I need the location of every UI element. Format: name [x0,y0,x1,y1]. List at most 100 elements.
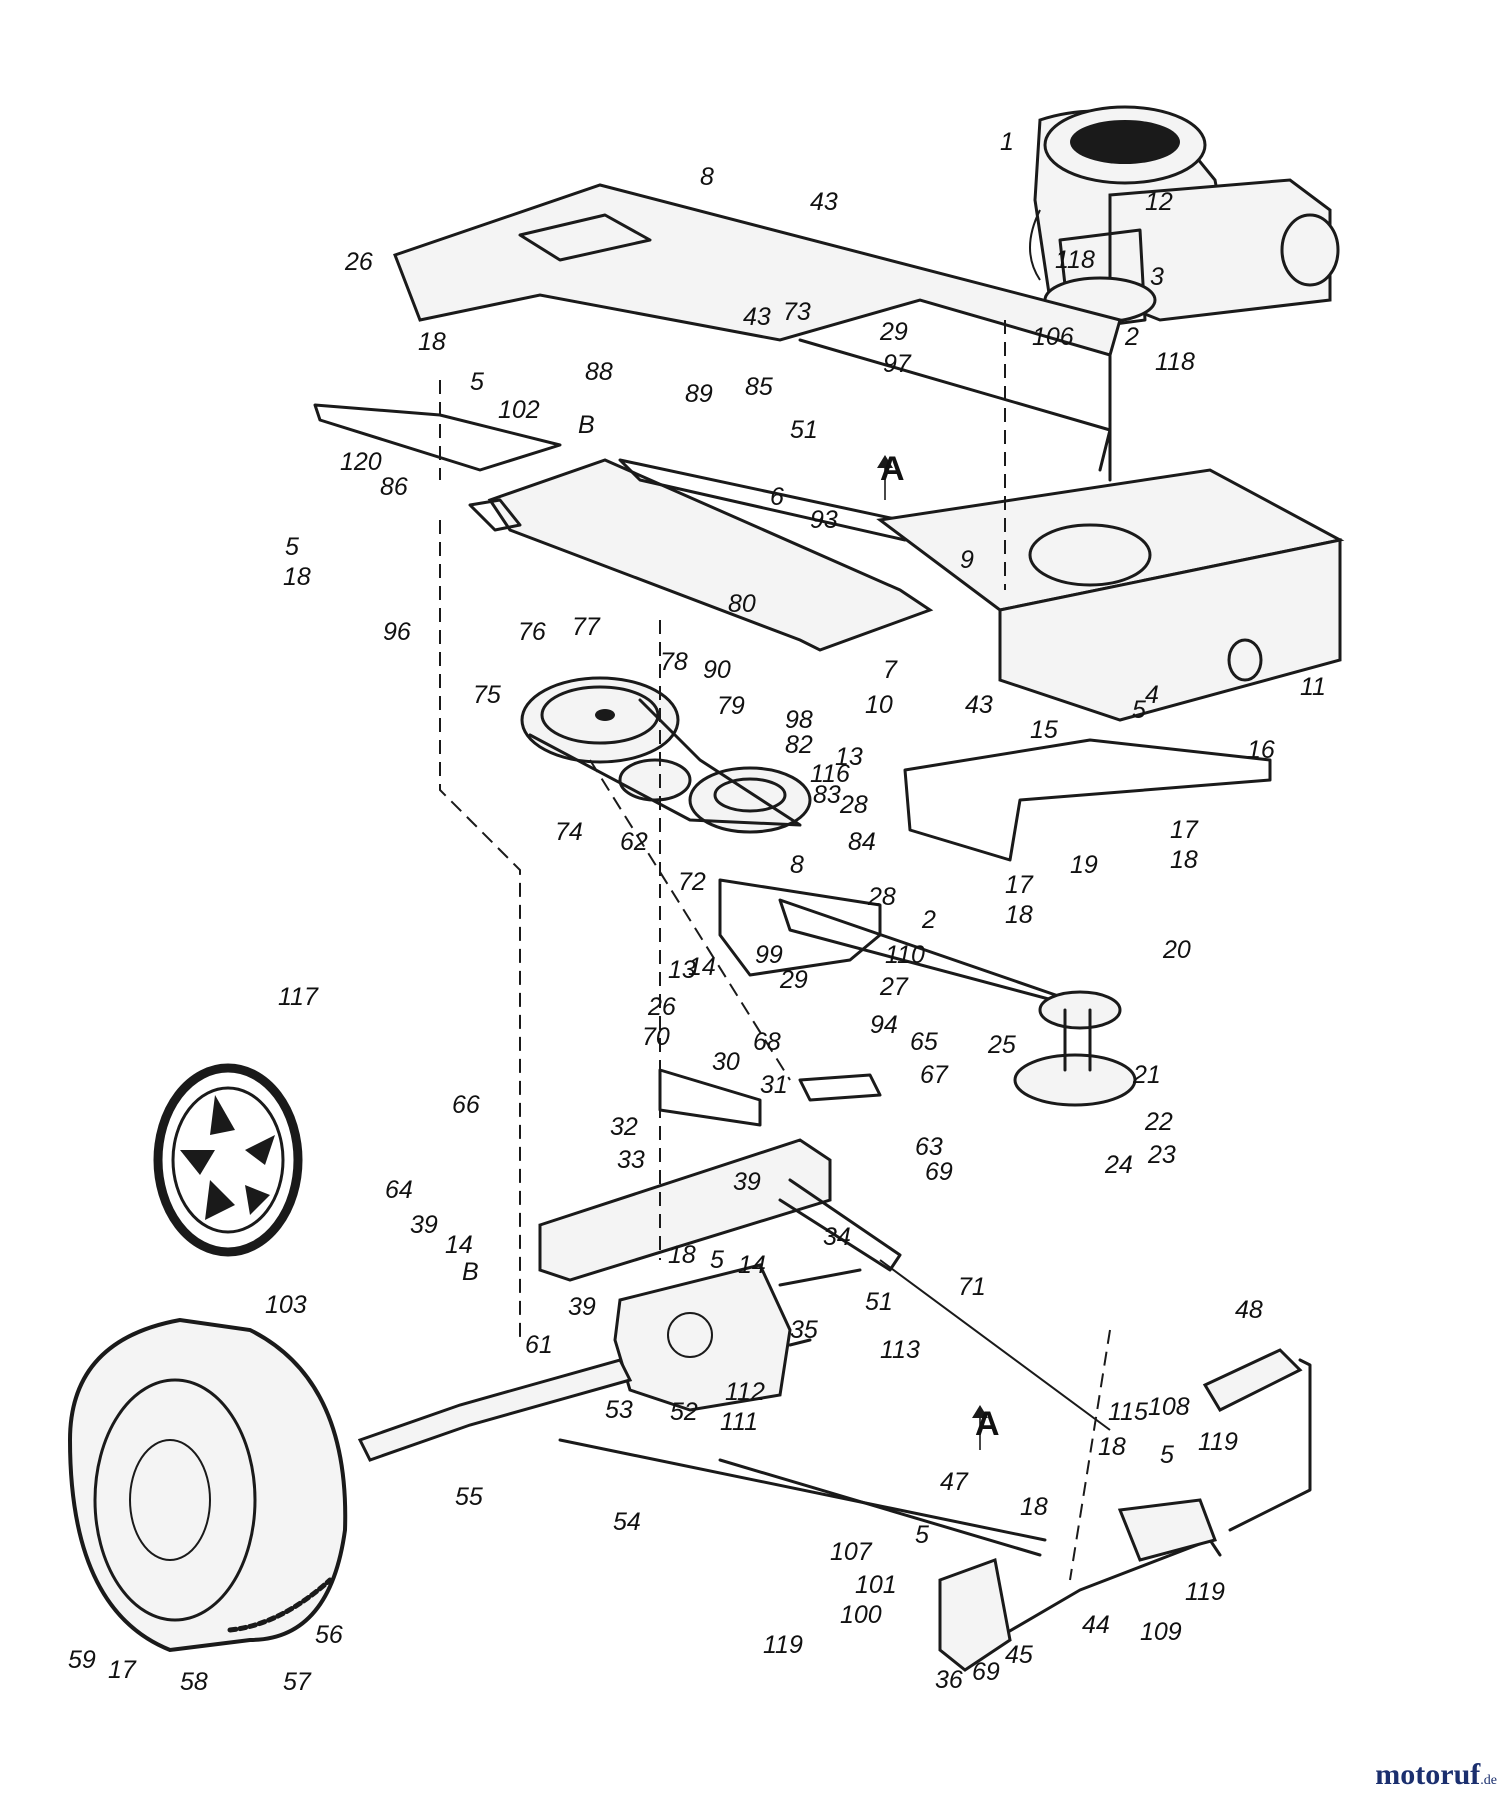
part-label-p39a: 39 [733,1168,761,1196]
part-label-p17b: 17 [1005,871,1034,899]
part-label-p119c: 119 [763,1631,803,1659]
part-label-p118a: 118 [1055,246,1095,274]
part-label-p33: 33 [617,1146,645,1174]
part-label-p7: 7 [883,656,898,684]
part-label-p62: 62 [620,828,648,856]
watermark-name: motoruf [1375,1758,1481,1791]
part-label-p13b: 13 [668,956,696,984]
part-label-p116: 116 [810,760,850,788]
part-label-p99: 99 [755,941,783,969]
part-label-p18g: 18 [1020,1493,1048,1521]
part-label-p14a: 14 [688,953,716,981]
part-label-p4: 4 [1145,681,1159,709]
part-label-p71: 71 [958,1273,986,1301]
part-label-p66: 66 [452,1091,480,1119]
frame-top [313,183,1122,482]
part-label-p6: 6 [770,483,784,511]
part-label-p90: 90 [703,656,731,684]
part-label-p73: 73 [783,298,811,326]
part-label-p79: 79 [717,692,745,720]
watermark: motoruf.de [1375,1758,1497,1792]
part-label-p39c: 39 [568,1293,596,1321]
part-label-p65: 65 [910,1028,938,1056]
part-label-p113: 113 [880,1336,920,1364]
part-label-p64: 64 [385,1176,413,1204]
part-label-p102: 102 [498,396,540,424]
part-label-p57: 57 [283,1668,312,1696]
part-label-p48: 48 [1235,1296,1263,1324]
part-label-p29a: 29 [879,318,908,346]
alignment-lines [439,320,1111,1581]
part-label-p84: 84 [848,828,876,856]
part-label-p72: 72 [678,868,706,896]
part-label-p9: 9 [960,546,974,574]
section-marker-A1: A [880,450,905,488]
part-label-p16: 16 [1247,736,1275,764]
part-label-p118b: 118 [1155,348,1195,376]
part-label-p5a: 5 [470,368,484,396]
part-label-p70: 70 [642,1023,670,1051]
frame-chassis [876,468,1345,862]
part-label-p22: 22 [1144,1108,1173,1136]
part-label-p28b: 28 [867,883,896,911]
part-label-p8: 8 [700,163,714,191]
part-label-p78: 78 [660,648,688,676]
part-label-p14b: 14 [445,1231,473,1259]
part-label-p18c: 18 [1170,846,1198,874]
part-label-p17a: 17 [1170,816,1199,844]
engine [1029,105,1340,332]
part-label-p98: 98 [785,706,813,734]
part-label-p15: 15 [1030,716,1058,744]
part-label-p27: 27 [879,973,909,1001]
watermark-tld: .de [1480,1773,1497,1788]
part-label-p13a: 13 [835,743,863,771]
part-label-p119b: 119 [1185,1578,1225,1606]
part-label-p28a: 28 [839,791,868,819]
part-label-p86: 86 [380,473,408,501]
part-label-p67: 67 [920,1061,949,1089]
part-label-p23: 23 [1147,1141,1176,1169]
part-label-p43b: 43 [743,303,771,331]
part-label-p107: 107 [830,1538,873,1566]
part-label-p63: 63 [915,1133,943,1161]
part-label-p1: 1 [1000,128,1014,156]
part-label-p94: 94 [870,1011,898,1039]
part-label-p5e: 5 [1160,1441,1174,1469]
part-label-p85: 85 [745,373,773,401]
part-label-p55: 55 [455,1483,483,1511]
part-label-p10: 10 [865,691,893,719]
part-label-p26b: 26 [647,993,676,1021]
part-label-pB2: B [462,1258,479,1286]
part-label-p19: 19 [1070,851,1098,879]
part-label-p39b: 39 [410,1211,438,1239]
part-label-p75: 75 [473,681,501,709]
part-label-p34: 34 [823,1223,851,1251]
part-label-p115: 115 [1108,1398,1148,1426]
part-label-p5b: 5 [285,533,299,561]
part-label-p8b: 8 [790,851,804,879]
part-label-p51a: 51 [790,416,818,444]
part-label-p61: 61 [525,1331,553,1359]
part-label-p120: 120 [340,448,382,476]
part-label-p35: 35 [790,1316,818,1344]
part-label-p74: 74 [555,818,583,846]
part-label-p103: 103 [265,1291,307,1319]
part-label-p111: 111 [720,1408,758,1436]
part-label-p2b: 2 [921,906,936,934]
part-label-p11: 11 [1300,673,1326,701]
part-label-p100: 100 [840,1601,882,1629]
part-label-p18f: 18 [1098,1433,1126,1461]
part-label-p3: 3 [1150,263,1164,291]
part-label-p69a: 69 [925,1158,953,1186]
part-label-p18d: 18 [1005,901,1033,929]
part-label-p117: 117 [278,983,319,1011]
part-label-p96: 96 [383,618,411,646]
part-label-p12: 12 [1145,188,1173,216]
part-label-p106: 106 [1032,323,1074,351]
part-label-p25: 25 [987,1031,1016,1059]
part-label-p14c: 14 [738,1251,766,1279]
part-label-p112: 112 [725,1378,765,1406]
part-label-p24: 24 [1104,1151,1133,1179]
part-label-p29b: 29 [779,966,808,994]
part-label-p5d: 5 [710,1246,724,1274]
